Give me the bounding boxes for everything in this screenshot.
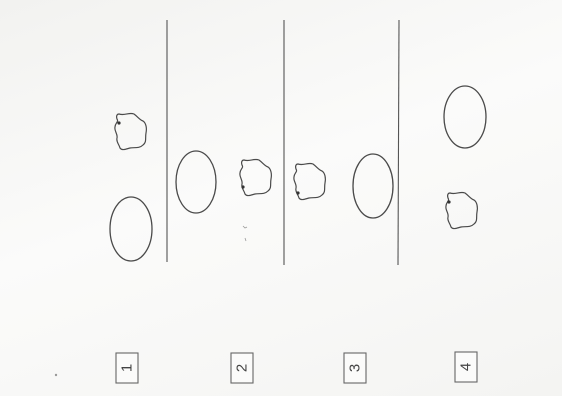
- label-3-text: 3: [347, 364, 364, 372]
- label-4-text: 4: [458, 363, 475, 371]
- egg-icon: [110, 197, 152, 261]
- chick-icon: [240, 159, 272, 195]
- label-2-text: 2: [234, 364, 251, 372]
- panel-3: [294, 154, 393, 218]
- panel-1: [110, 113, 152, 261]
- panel-2: [176, 151, 271, 213]
- panel-4: [444, 86, 486, 229]
- label-2: 2: [231, 353, 253, 383]
- chick-icon: [294, 163, 326, 199]
- label-1: 1: [116, 353, 138, 383]
- egg-icon: [176, 151, 216, 213]
- chick-icon: [446, 192, 478, 228]
- panel-divider: [398, 20, 399, 265]
- stray-marks: [55, 226, 247, 376]
- label-1-text: 1: [119, 364, 136, 372]
- label-3: 3: [344, 353, 366, 383]
- chick-icon: [115, 113, 147, 149]
- egg-icon: [353, 154, 393, 218]
- egg-icon: [444, 86, 486, 148]
- label-4: 4: [455, 352, 477, 382]
